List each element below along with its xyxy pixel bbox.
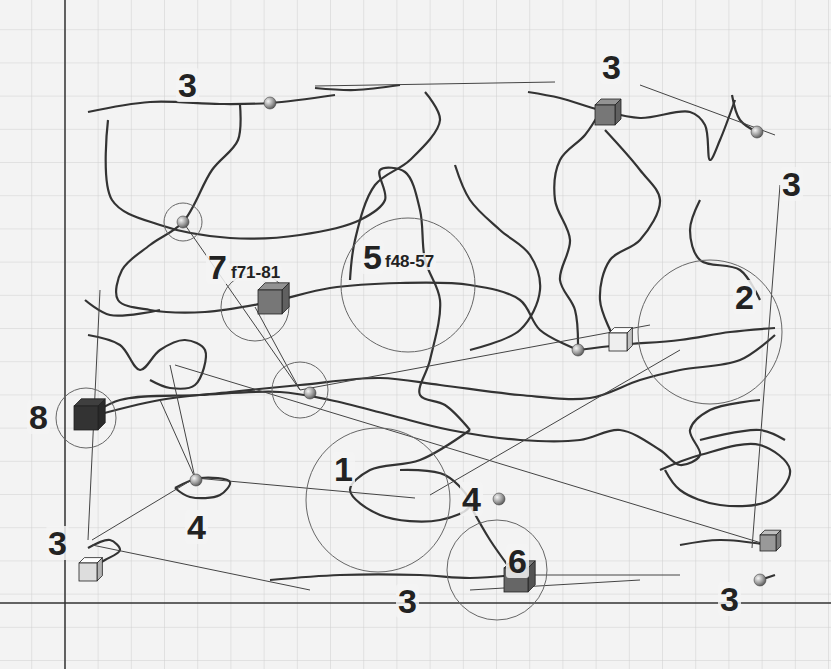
callout-number: 7 bbox=[206, 250, 229, 284]
callout-number: 3 bbox=[718, 582, 741, 616]
tether bbox=[470, 580, 640, 590]
tether bbox=[515, 575, 680, 576]
tether bbox=[195, 478, 415, 498]
chain bbox=[86, 335, 775, 418]
chain bbox=[528, 92, 735, 160]
interaction-circle bbox=[164, 203, 202, 241]
chain bbox=[270, 574, 515, 580]
callout-number: 3 bbox=[780, 167, 803, 201]
tether bbox=[300, 325, 650, 390]
interaction-circles bbox=[56, 203, 782, 620]
callout-number: 2 bbox=[733, 280, 756, 314]
cube-bead bbox=[595, 99, 621, 125]
tether bbox=[175, 365, 768, 545]
callout-number: 3 bbox=[46, 526, 69, 560]
callout-number: 1 bbox=[332, 452, 355, 486]
polymer-chains bbox=[85, 85, 790, 580]
tether bbox=[255, 307, 300, 390]
chain bbox=[86, 392, 760, 465]
cube-bead bbox=[79, 558, 102, 581]
sphere-bead bbox=[493, 493, 505, 505]
sphere-bead bbox=[304, 387, 316, 399]
sphere-bead bbox=[751, 126, 763, 138]
chain bbox=[88, 335, 206, 389]
callout-number: 3 bbox=[600, 50, 623, 84]
chain bbox=[85, 300, 160, 316]
cube-bead bbox=[74, 399, 105, 430]
cube-bead bbox=[258, 283, 289, 314]
sphere-bead bbox=[754, 574, 766, 586]
tether bbox=[183, 222, 300, 390]
callout-number: 3 bbox=[176, 68, 199, 102]
chain bbox=[578, 328, 775, 350]
tether-lines bbox=[88, 82, 780, 590]
axis bbox=[64, 0, 66, 669]
chain bbox=[455, 165, 540, 350]
chain bbox=[350, 430, 470, 522]
subscript-label: f71-81 bbox=[229, 264, 282, 281]
subscript-label: f48-57 bbox=[383, 253, 436, 270]
callout-number: 6 bbox=[506, 544, 529, 578]
chain bbox=[88, 95, 335, 112]
tether bbox=[430, 350, 680, 495]
beads bbox=[74, 97, 781, 592]
tether bbox=[92, 545, 310, 590]
tether bbox=[315, 82, 555, 86]
chain bbox=[660, 444, 790, 506]
chain bbox=[554, 112, 600, 350]
chain bbox=[350, 92, 440, 280]
chain bbox=[600, 130, 660, 340]
tether bbox=[752, 185, 780, 548]
callout-number: 4 bbox=[185, 510, 208, 544]
sphere-bead bbox=[264, 97, 276, 109]
tether bbox=[170, 365, 195, 478]
callout-number: 5 bbox=[361, 240, 384, 274]
interaction-circle bbox=[306, 428, 450, 572]
chain bbox=[106, 120, 470, 430]
callout-number: 8 bbox=[27, 400, 50, 434]
interaction-circle bbox=[272, 362, 328, 418]
sphere-bead bbox=[190, 474, 202, 486]
interaction-circle bbox=[638, 260, 782, 404]
sphere-bead bbox=[572, 344, 584, 356]
interaction-circle bbox=[56, 388, 116, 448]
tether bbox=[160, 400, 195, 478]
callout-number: 4 bbox=[460, 482, 483, 516]
interaction-circle bbox=[447, 520, 547, 620]
sphere-bead bbox=[177, 216, 189, 228]
cube-bead bbox=[760, 530, 781, 551]
interaction-circle bbox=[221, 273, 289, 341]
interaction-circle bbox=[341, 218, 475, 352]
cube-bead bbox=[609, 328, 632, 351]
tether bbox=[92, 478, 195, 540]
callout-number: 3 bbox=[396, 584, 419, 618]
chain bbox=[700, 430, 785, 440]
